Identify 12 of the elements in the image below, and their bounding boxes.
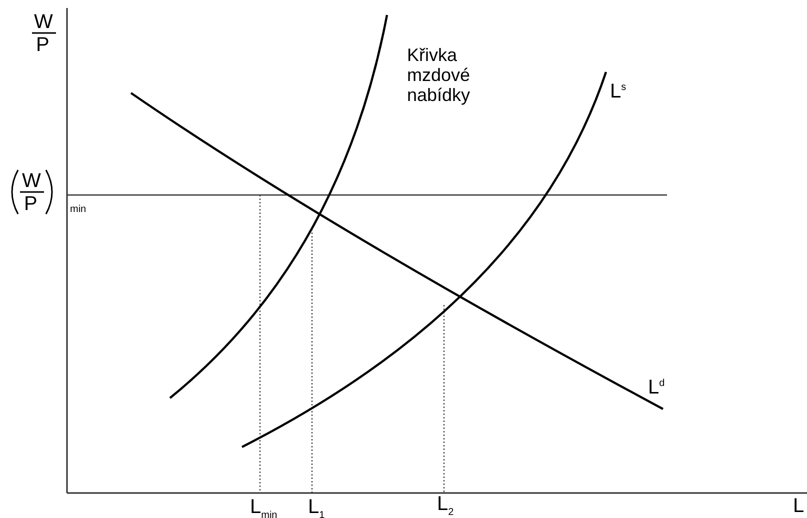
subscript-label: min (70, 205, 86, 215)
axis-label: W (22, 171, 41, 191)
curve-label: L$^{d}$ (648, 376, 665, 398)
tick-label: L$_{2}$ (437, 494, 454, 518)
tick-label: L$_{min}$ (250, 497, 278, 518)
axis-label: P (36, 35, 50, 55)
axis-label: L (793, 496, 804, 516)
curve-label: L$^{s}$ (610, 80, 626, 102)
curve-label: Křivka mzdové nabídky (407, 45, 472, 105)
axis-label: P (24, 194, 38, 214)
axis-label: W (34, 12, 53, 32)
tick-label: L$_{1}$ (308, 497, 325, 518)
